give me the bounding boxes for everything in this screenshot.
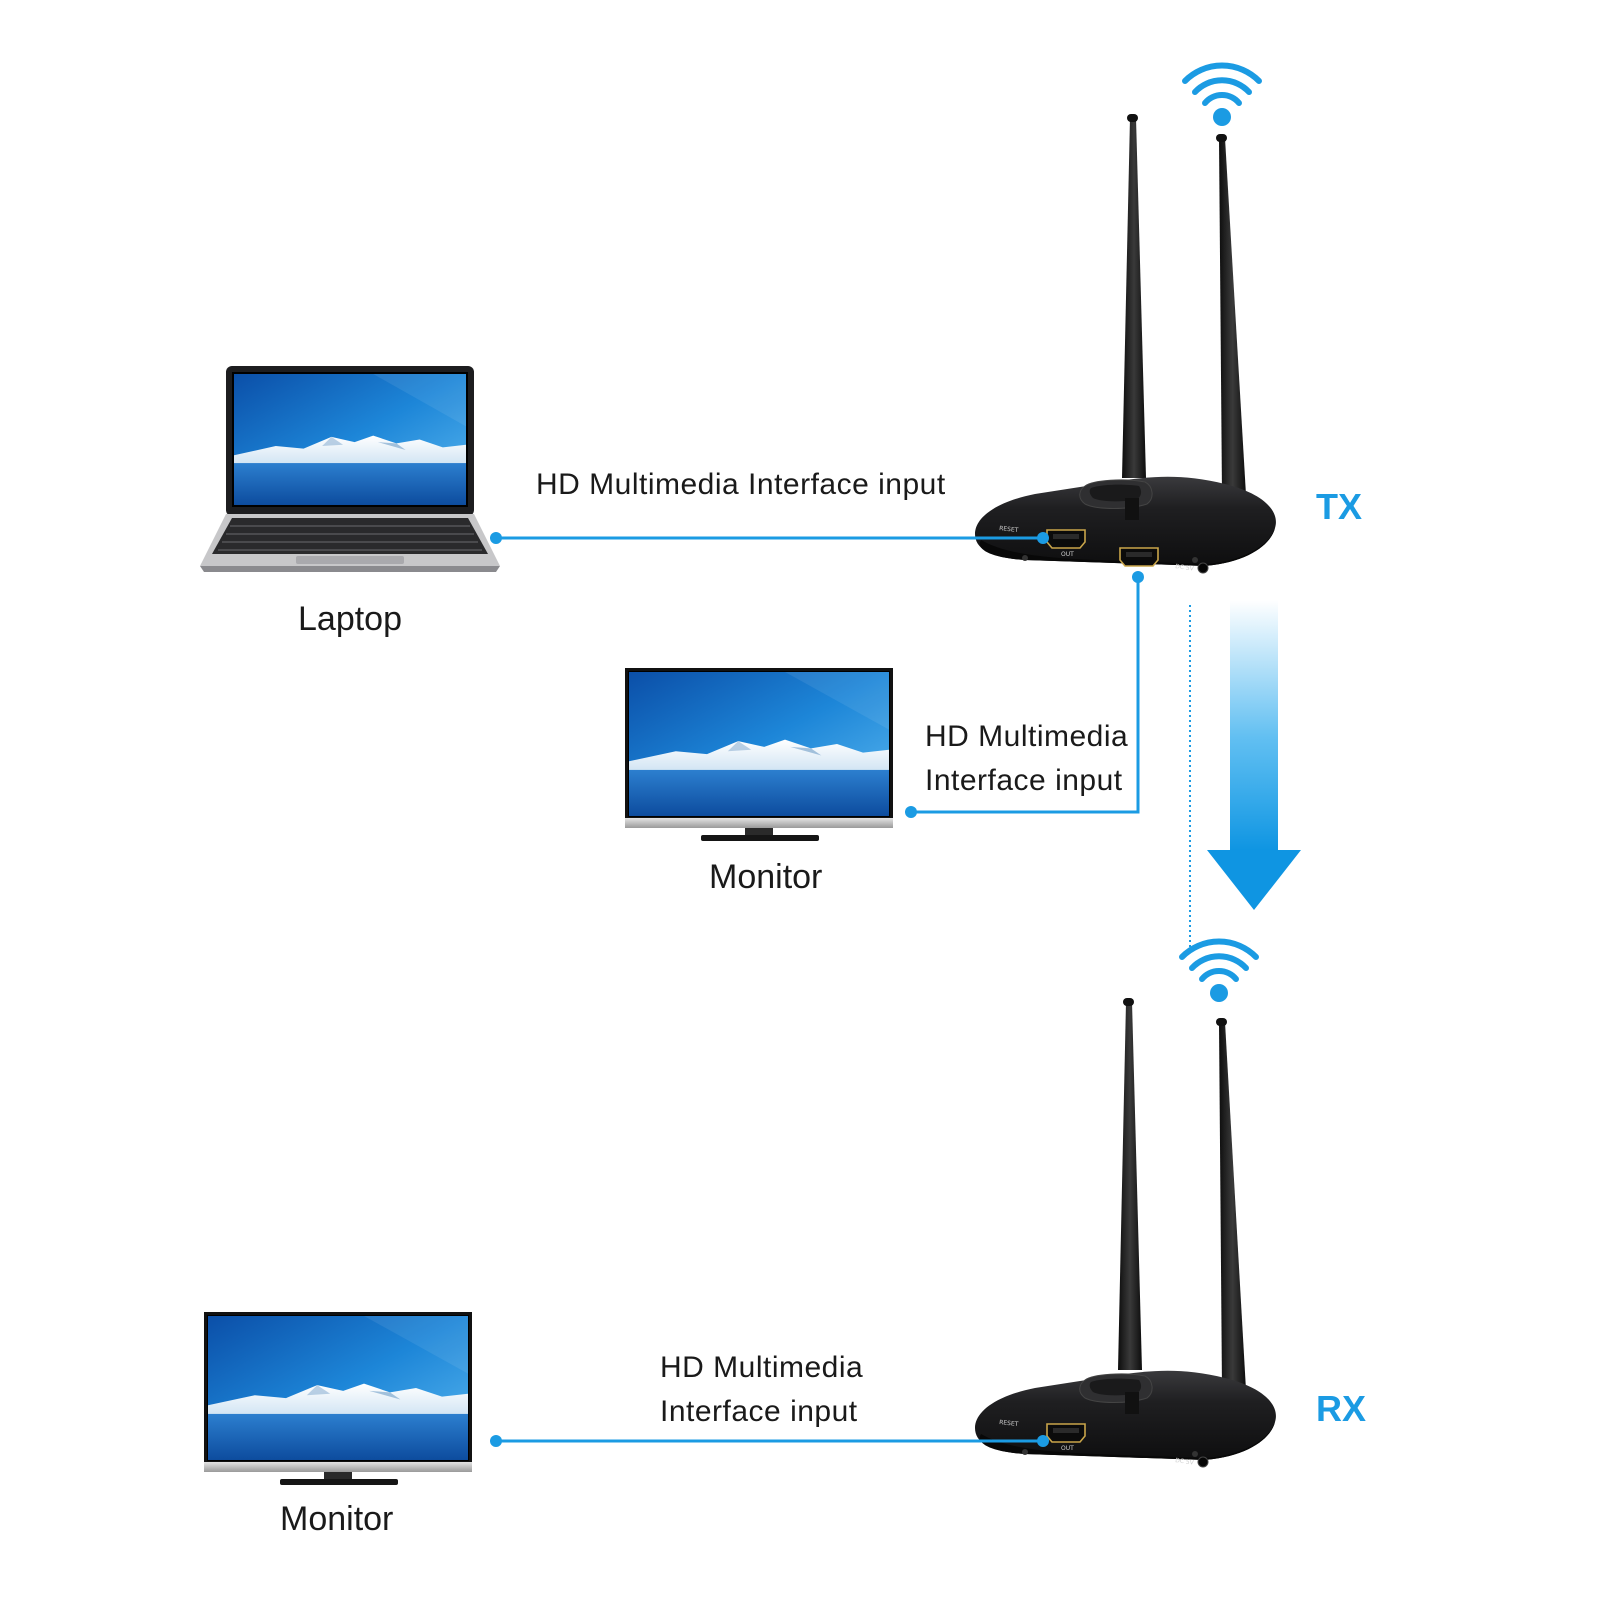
tx-in-connector-dot: [1037, 532, 1049, 544]
laptop-label: Laptop: [298, 600, 402, 638]
tx-wifi-icon: [1185, 66, 1259, 126]
tx-antenna-right: [1219, 138, 1246, 495]
rx-monitor-connection-label-line2: Interface input: [660, 1395, 858, 1428]
rx-port-reset: RESET: [999, 1419, 1019, 1428]
tx-port-dc: DC 5V: [1175, 563, 1195, 573]
monitor-remote-image: [204, 1312, 472, 1485]
monitor-local-image: [625, 668, 893, 841]
rx-antenna-right: [1219, 1022, 1246, 1390]
laptop-tx-connection-label: HD Multimedia Interface input: [536, 468, 946, 501]
monitor-remote-connector-dot: [490, 1435, 502, 1447]
rx-monitor-connection-label-line1: HD Multimedia: [660, 1351, 864, 1384]
laptop-image: [200, 366, 500, 572]
tx-unit-label: TX: [1316, 486, 1363, 527]
tx-unit: RESET OUT DC 5V: [974, 476, 1277, 574]
rx-antenna-left-tip: [1123, 998, 1134, 1006]
monitor-local-connector-dot: [905, 806, 917, 818]
tx-out-connector-dot: [1132, 571, 1144, 583]
rx-unit-label: RX: [1316, 1388, 1367, 1429]
tx-port-reset: RESET: [999, 525, 1019, 534]
rx-wifi-icon: [1182, 942, 1256, 1002]
tx-port-out: OUT: [1061, 551, 1074, 558]
tx-monitor-connection-label-line1: HD Multimedia: [925, 720, 1129, 753]
tx-monitor-connector: [911, 577, 1140, 814]
rx-antenna-right-tip: [1216, 1018, 1227, 1026]
laptop-connector-dot: [490, 532, 502, 544]
rx-port-out: OUT: [1061, 1445, 1074, 1452]
tx-antenna-left-tip: [1127, 114, 1138, 122]
monitor-remote-label: Monitor: [280, 1500, 394, 1538]
tx-monitor-connection-label-line2: Interface input: [925, 764, 1123, 797]
tx-antenna-left: [1122, 118, 1146, 478]
tx-antenna-right-tip: [1216, 134, 1227, 142]
down-arrow-icon: [1207, 600, 1301, 910]
rx-out-connector-dot: [1037, 1435, 1049, 1447]
rx-unit: RESET OUT DC 5V: [974, 1370, 1277, 1468]
rx-antenna-left: [1118, 1002, 1142, 1370]
monitor-local-label: Monitor: [709, 858, 823, 896]
rx-port-dc: DC 5V: [1175, 1457, 1195, 1467]
